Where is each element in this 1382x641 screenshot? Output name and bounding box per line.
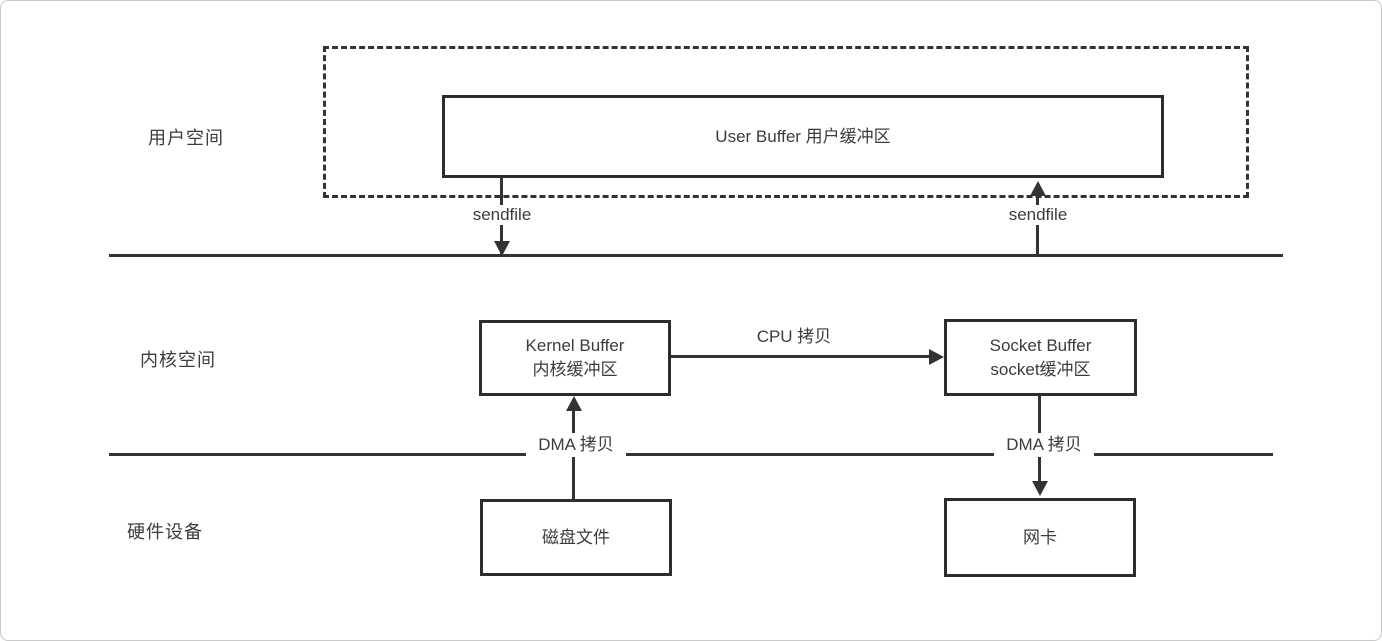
divider-user-kernel (109, 254, 1283, 257)
disk-file-node: 磁盘文件 (480, 499, 672, 576)
kernel-buffer-title: Kernel Buffer (525, 336, 625, 355)
kernel-buffer-subtitle: 内核缓冲区 (532, 360, 618, 379)
kernel-space-label: 内核空间 (140, 350, 216, 370)
user-buffer-label: User Buffer 用户缓冲区 (715, 126, 891, 146)
socket-buffer-subtitle: socket缓冲区 (990, 359, 1091, 379)
user-buffer-node: User Buffer 用户缓冲区 (442, 95, 1164, 178)
user-space-label: 用户空间 (148, 128, 224, 148)
user-space-boundary (323, 46, 1249, 198)
dma-right-label: DMA 拷贝 (994, 433, 1094, 457)
arrow-up-icon (566, 396, 582, 411)
arrow-down-icon (494, 241, 510, 256)
divider-kernel-hardware (109, 453, 1273, 456)
sendfile-down-label: sendfile (452, 205, 552, 225)
dma-left-label: DMA 拷贝 (526, 433, 626, 457)
socket-buffer-title: Socket Buffer (989, 335, 1092, 355)
nic-label: 网卡 (1023, 527, 1057, 547)
arrow-down-icon (1032, 481, 1048, 496)
arrow-up-icon (1030, 181, 1046, 196)
cpu-copy-label: CPU 拷贝 (724, 322, 864, 347)
kernel-buffer-node: Kernel Buffer 内核缓冲区 (479, 320, 671, 396)
cpu-copy-line (671, 355, 931, 358)
nic-node: 网卡 (944, 498, 1136, 577)
socket-buffer-node: Socket Buffer socket缓冲区 (944, 319, 1137, 396)
arrow-right-icon (929, 349, 944, 365)
sendfile-up-label: sendfile (988, 205, 1088, 225)
hardware-label: 硬件设备 (127, 522, 203, 542)
disk-file-label: 磁盘文件 (542, 527, 610, 547)
